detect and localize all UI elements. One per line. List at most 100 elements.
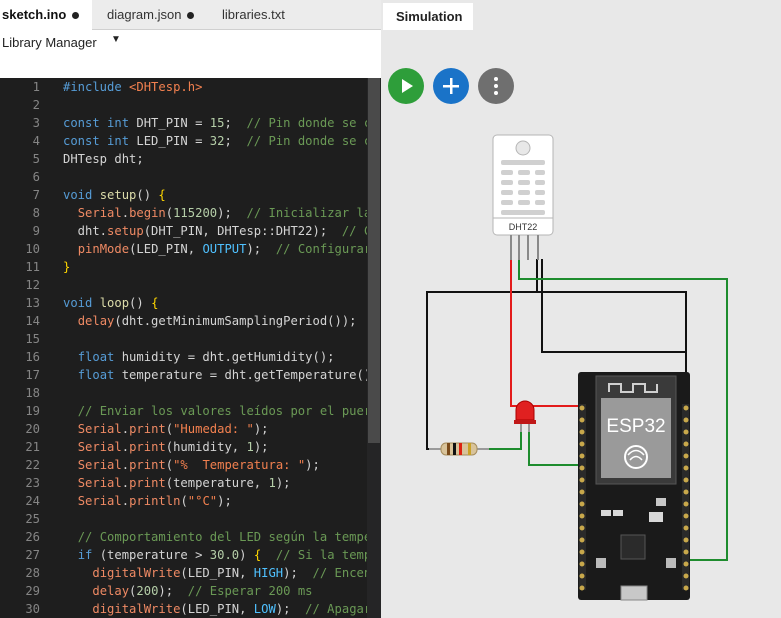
code-line[interactable]: 23 Serial.print(temperature, 1); [0, 474, 381, 492]
code-line[interactable]: 19 // Enviar los valores leídos por el p… [0, 402, 381, 420]
code-token: // Enviar los valores leídos por el puer… [77, 404, 381, 418]
code-token: (temperature, [165, 476, 269, 490]
code-token: humidity = dht.getHumidity(); [121, 350, 379, 364]
line-number: 21 [25, 440, 40, 454]
editor-scrollbar-thumb[interactable] [368, 78, 380, 443]
code-token [63, 566, 92, 580]
code-token [63, 548, 78, 562]
code-token: ( [165, 206, 174, 220]
code-text: Serial.begin(115200); // Inicializar la … [63, 204, 381, 222]
code-line[interactable]: 9 dht.setup(DHT_PIN, DHTesp::DHT22); // … [0, 222, 381, 240]
code-line[interactable]: 30 digitalWrite(LED_PIN, LOW); // Apagar… [0, 600, 381, 618]
dht22-label: DHT22 [509, 222, 538, 232]
simulation-canvas[interactable]: DHT22 [381, 30, 781, 618]
code-token: LED_PIN = [136, 134, 210, 148]
add-part-button[interactable] [433, 68, 469, 104]
line-number: 15 [25, 332, 40, 346]
code-text: #include <DHTesp.h> [63, 78, 202, 96]
code-token: print [129, 440, 166, 454]
code-token: . [121, 476, 130, 490]
code-line[interactable]: 24 Serial.println("°C"); [0, 492, 381, 510]
code-line[interactable]: 21 Serial.print(humidity, 1); [0, 438, 381, 456]
code-line[interactable]: 2 [0, 96, 381, 114]
code-token: (LED_PIN, [180, 602, 254, 616]
code-token: . [121, 458, 130, 472]
esp32-board[interactable]: ESP32 [578, 372, 690, 601]
line-number: 22 [25, 458, 40, 472]
code-token [63, 368, 78, 382]
code-token: float [77, 350, 122, 364]
code-token: } [63, 260, 71, 274]
code-line[interactable]: 10 pinMode(LED_PIN, OUTPUT); // Configur… [0, 240, 381, 258]
code-line[interactable]: 28 digitalWrite(LED_PIN, HIGH); // Encen… [0, 564, 381, 582]
code-line[interactable]: 8 Serial.begin(115200); // Inicializar l… [0, 204, 381, 222]
code-text: DHTesp dht; [63, 150, 144, 168]
line-number: 13 [25, 296, 40, 310]
code-token: "Humedad: " [173, 422, 254, 436]
code-token [63, 422, 78, 436]
dropdown-caret-icon[interactable]: ▼ [111, 34, 121, 45]
line-number: 9 [32, 224, 40, 238]
library-manager-button[interactable]: Library Manager [2, 35, 97, 50]
code-text: float temperature = dht.getTemperature()… [63, 366, 379, 384]
code-token: setup [107, 224, 144, 238]
code-token [63, 458, 78, 472]
code-line[interactable]: 1#include <DHTesp.h> [0, 78, 381, 96]
code-text: Serial.print(humidity, 1); [63, 438, 269, 456]
code-line[interactable]: 12 [0, 276, 381, 294]
code-token [63, 602, 92, 616]
code-token: 200 [136, 584, 159, 598]
code-line[interactable]: 26 // Comportamiento del LED según la te… [0, 528, 381, 546]
code-text: Serial.print(temperature, 1); [63, 474, 291, 492]
tab-sketch-ino[interactable]: sketch.ino [0, 0, 92, 30]
dht22-sensor[interactable]: DHT22 [492, 134, 554, 260]
tab-diagram-json[interactable]: diagram.json [107, 0, 195, 30]
editor-toolbar: Library Manager ▼ [0, 30, 381, 56]
code-token: ); [275, 476, 291, 490]
code-line[interactable]: 16 float humidity = dht.getHumidity(); / [0, 348, 381, 366]
code-token: DHT_PIN = [136, 116, 210, 130]
code-token: Serial [77, 422, 122, 436]
code-token: 1 [246, 440, 254, 454]
code-line[interactable]: 27 if (temperature > 30.0) { // Si la te… [0, 546, 381, 564]
code-text: digitalWrite(LED_PIN, LOW); // Apagar e [63, 600, 381, 618]
wire-green-led[interactable] [488, 426, 581, 466]
code-token: // Inicializar la c [246, 206, 381, 220]
code-token [63, 476, 78, 490]
code-token: void [63, 296, 100, 310]
code-token: "% Temperatura: " [173, 458, 306, 472]
code-line[interactable]: 17 float temperature = dht.getTemperatur… [0, 366, 381, 384]
code-line[interactable]: 18 [0, 384, 381, 402]
more-options-button[interactable] [478, 68, 514, 104]
wire-red-vcc[interactable] [510, 259, 581, 415]
start-simulation-button[interactable] [388, 68, 424, 104]
code-line[interactable]: 11} [0, 258, 381, 276]
code-line[interactable]: 15 [0, 330, 381, 348]
red-led[interactable] [514, 400, 536, 432]
tab-libraries-txt[interactable]: libraries.txt [222, 0, 285, 30]
code-line[interactable]: 20 Serial.print("Humedad: "); [0, 420, 381, 438]
code-line[interactable]: 6 [0, 168, 381, 186]
circuit-diagram: DHT22 [426, 134, 728, 601]
line-number: 2 [32, 98, 40, 112]
code-token: <DHTesp.h> [129, 80, 203, 94]
code-line[interactable]: 25 [0, 510, 381, 528]
code-line[interactable]: 22 Serial.print("% Temperatura: "); [0, 456, 381, 474]
simulation-panel: Simulation [381, 0, 781, 618]
code-text: dht.setup(DHT_PIN, DHTesp::DHT22); // Co… [63, 222, 381, 240]
unsaved-dot-icon [72, 12, 80, 20]
code-line[interactable]: 29 delay(200); // Esperar 200 ms [0, 582, 381, 600]
code-token [63, 242, 78, 256]
resistor[interactable] [429, 442, 489, 456]
wire-green-data[interactable] [518, 259, 728, 561]
code-token: #include [63, 80, 130, 94]
tab-simulation[interactable]: Simulation [383, 3, 473, 30]
code-token: digitalWrite [92, 566, 181, 580]
code-line[interactable]: 14 delay(dht.getMinimumSamplingPeriod())… [0, 312, 381, 330]
